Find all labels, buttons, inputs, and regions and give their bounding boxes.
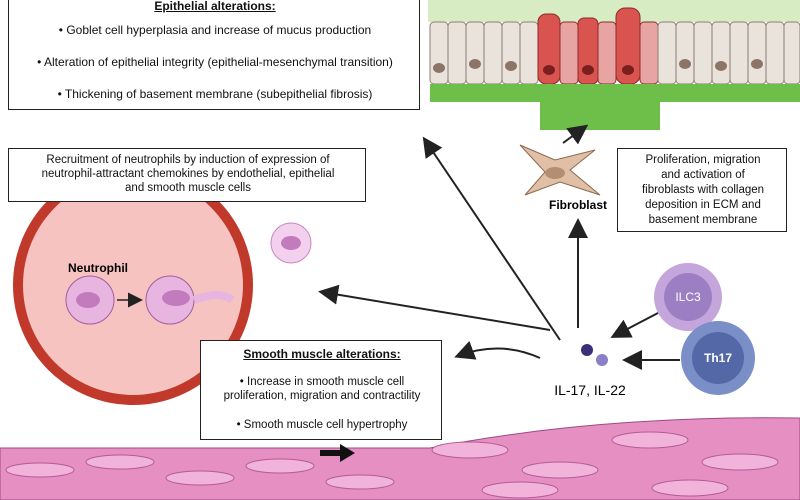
epithelium-illustration	[428, 0, 800, 130]
th17-cell	[681, 321, 755, 395]
fibroblast-label: Fibroblast	[549, 198, 607, 212]
epithelial-item: • Thickening of basement membrane (subep…	[57, 87, 373, 101]
smooth-muscle-item: • Increase in smooth muscle cell prolife…	[223, 376, 421, 402]
epithelial-cells	[429, 7, 800, 85]
epithelial-alterations-title: Epithelial alterations:	[154, 0, 276, 13]
blood-vessel	[13, 165, 253, 405]
epithelial-item: • Goblet cell hyperplasia and increase o…	[58, 23, 372, 37]
neutrophil-recruitment-box: Recruitment of neutrophils by induction …	[8, 148, 366, 202]
ilc3-cell	[654, 263, 722, 331]
arrows	[318, 124, 680, 370]
neutrophil-label: Neutrophil	[68, 261, 128, 275]
neutrophil-recruitment-text: Recruitment of neutrophils by induction …	[41, 154, 335, 194]
smooth-muscle-title: Smooth muscle alterations:	[243, 347, 401, 361]
th17-label: Th17	[704, 351, 732, 365]
ilc3-label: ILC3	[675, 290, 701, 304]
smooth-muscle-tissue	[0, 417, 800, 500]
basement-membrane	[430, 84, 800, 130]
cytokines-label: IL-17, IL-22	[554, 382, 626, 398]
cytokine-dot	[596, 354, 608, 366]
smooth-muscle-alterations-box: Smooth muscle alterations: • Increase in…	[200, 340, 442, 440]
epithelial-item: • Alteration of epithelial integrity (ep…	[37, 55, 393, 69]
vessel-lumen	[23, 175, 243, 395]
epithelial-alterations-box: Epithelial alterations: • Goblet cell hy…	[8, 0, 420, 110]
fibroblast-box: Proliferation, migration and activation …	[617, 148, 787, 232]
fibroblast-illustration	[519, 144, 601, 196]
hypertrophy-arrow	[320, 444, 355, 462]
fibroblast-box-text: Proliferation, migration and activation …	[641, 154, 765, 226]
mucus-layer	[428, 0, 800, 22]
smooth-muscle-item: • Smooth muscle cell hypertrophy	[236, 419, 408, 431]
cytokine-dot	[581, 344, 593, 356]
